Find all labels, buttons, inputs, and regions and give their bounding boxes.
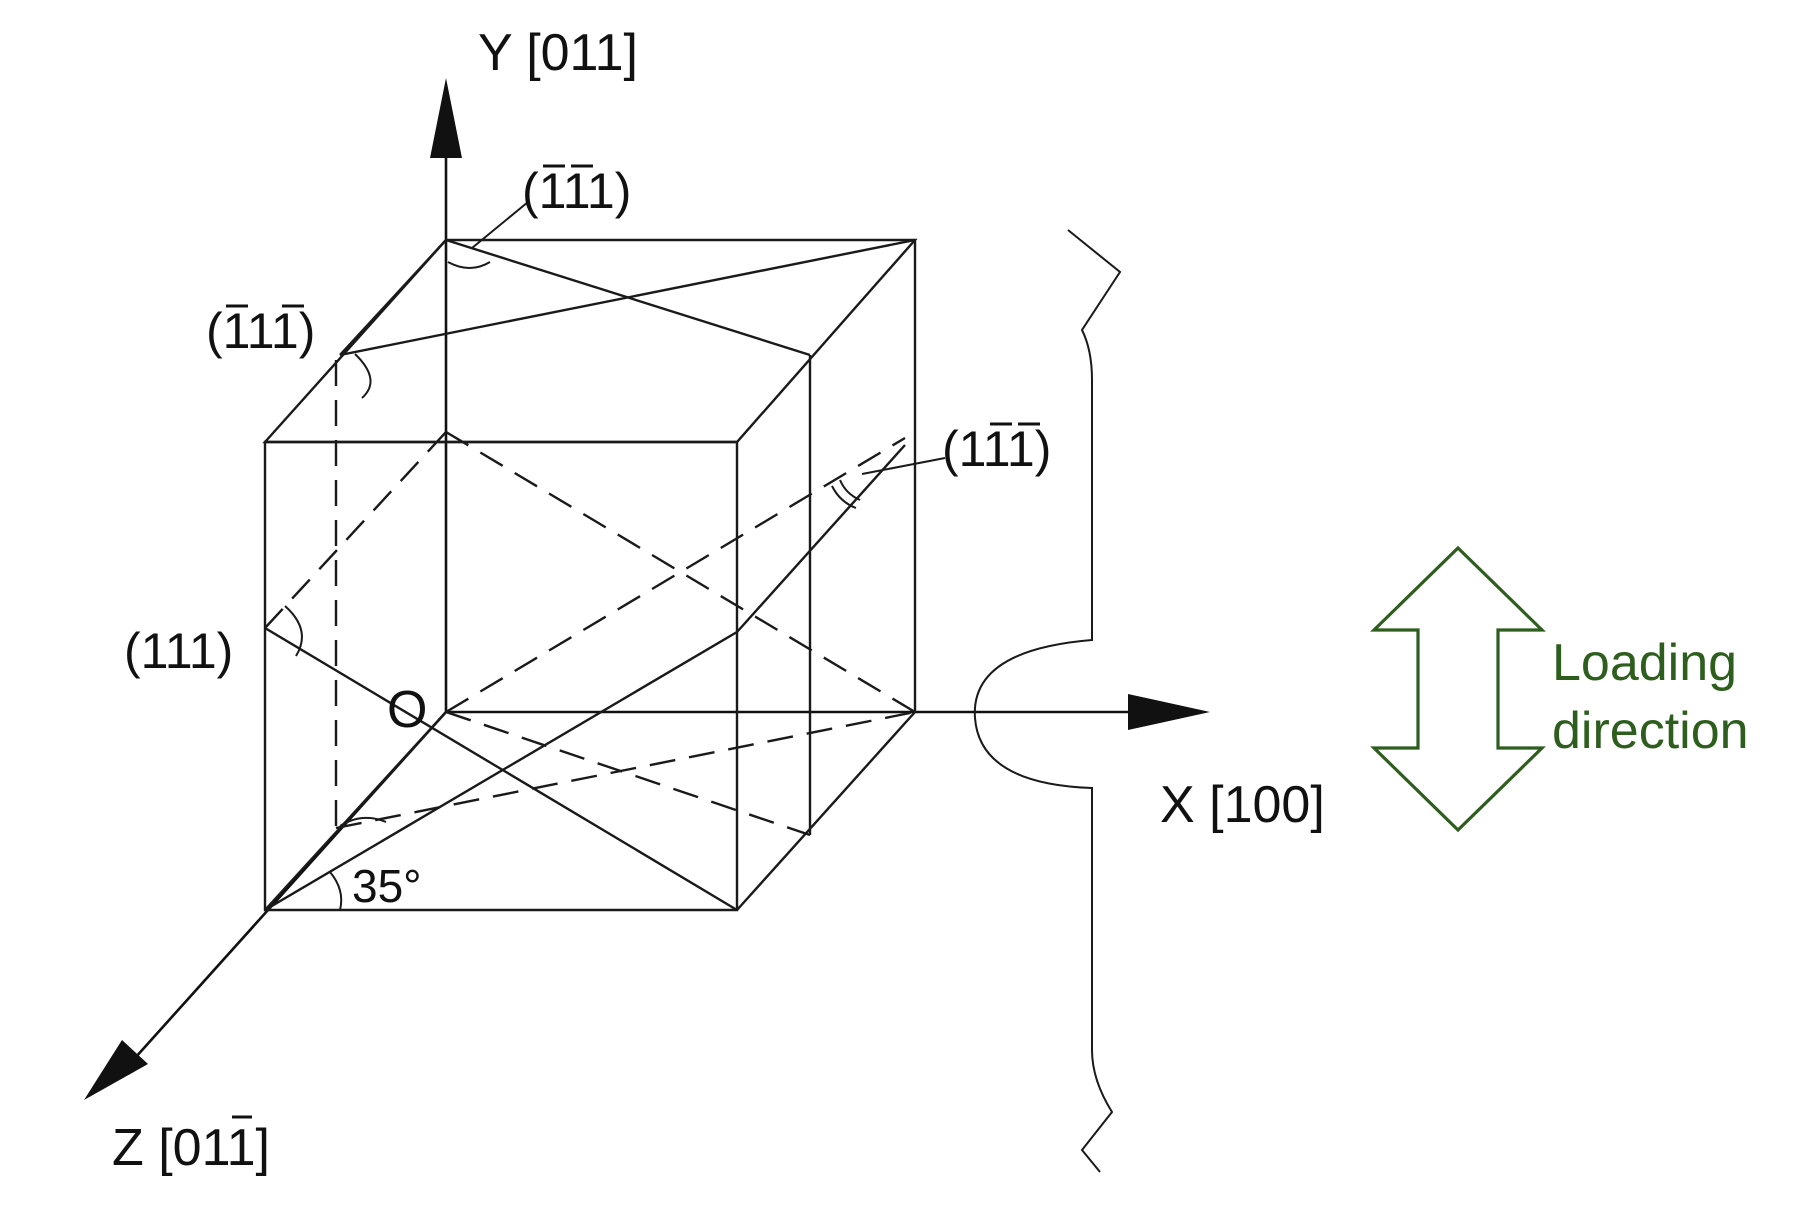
top-left-short xyxy=(339,239,447,356)
cube-front-face xyxy=(263,440,739,912)
leader-right xyxy=(861,457,946,475)
z-axis-arrowhead xyxy=(84,1040,148,1100)
x-axis-label: X [100] xyxy=(1160,776,1325,834)
angle-label-35: 35° xyxy=(352,860,422,912)
front-bottom-angle-line xyxy=(264,711,447,911)
cube-right-bottom-edge xyxy=(736,711,916,911)
arc-bottom-dashed xyxy=(339,816,387,827)
leader-lines xyxy=(471,201,946,475)
arc-35 xyxy=(329,871,343,911)
front-diagonal-2 xyxy=(264,630,738,912)
arc-right-2 xyxy=(831,485,857,509)
arc-top xyxy=(447,261,491,269)
plane-label-top-right: (111) xyxy=(522,163,631,219)
loading-label-line1: Loading xyxy=(1552,634,1737,692)
axes xyxy=(84,78,1210,1100)
plane-label-left: (111) xyxy=(124,623,233,679)
origin-label: O xyxy=(387,681,427,739)
plane-label-top-left: (111) xyxy=(206,303,315,359)
cube-top-face xyxy=(262,238,918,444)
cube xyxy=(262,238,918,912)
top-diagonal-2 xyxy=(339,238,916,357)
dashed-5 xyxy=(335,710,916,830)
dashed-2 xyxy=(445,430,916,714)
leader-top-right xyxy=(471,201,529,249)
arc-right-1 xyxy=(839,479,861,501)
arc-top-left xyxy=(354,353,372,399)
labels: Y [011] X [100] Z [011] O (111) (111) (1… xyxy=(112,24,1749,1177)
x-axis-arrowhead xyxy=(1128,694,1210,730)
z-axis-label: Z [011] xyxy=(112,1119,270,1177)
loading-label-line2: direction xyxy=(1552,702,1749,760)
arc-left xyxy=(284,605,303,657)
y-axis-arrowhead xyxy=(430,78,462,158)
plane-traces xyxy=(264,238,916,912)
front-diagonal-1 xyxy=(264,626,738,912)
dashed-3 xyxy=(445,436,906,714)
y-axis-label: Y [011] xyxy=(478,24,638,82)
front-diagonal-3 xyxy=(736,444,906,633)
loading-direction-arrow xyxy=(1370,545,1546,833)
angle-arcs xyxy=(284,261,861,911)
dashed-4 xyxy=(445,710,811,837)
plane-label-right: (111) xyxy=(942,421,1051,477)
dashed-1 xyxy=(264,431,447,629)
specimen-boundary xyxy=(973,229,1122,1173)
